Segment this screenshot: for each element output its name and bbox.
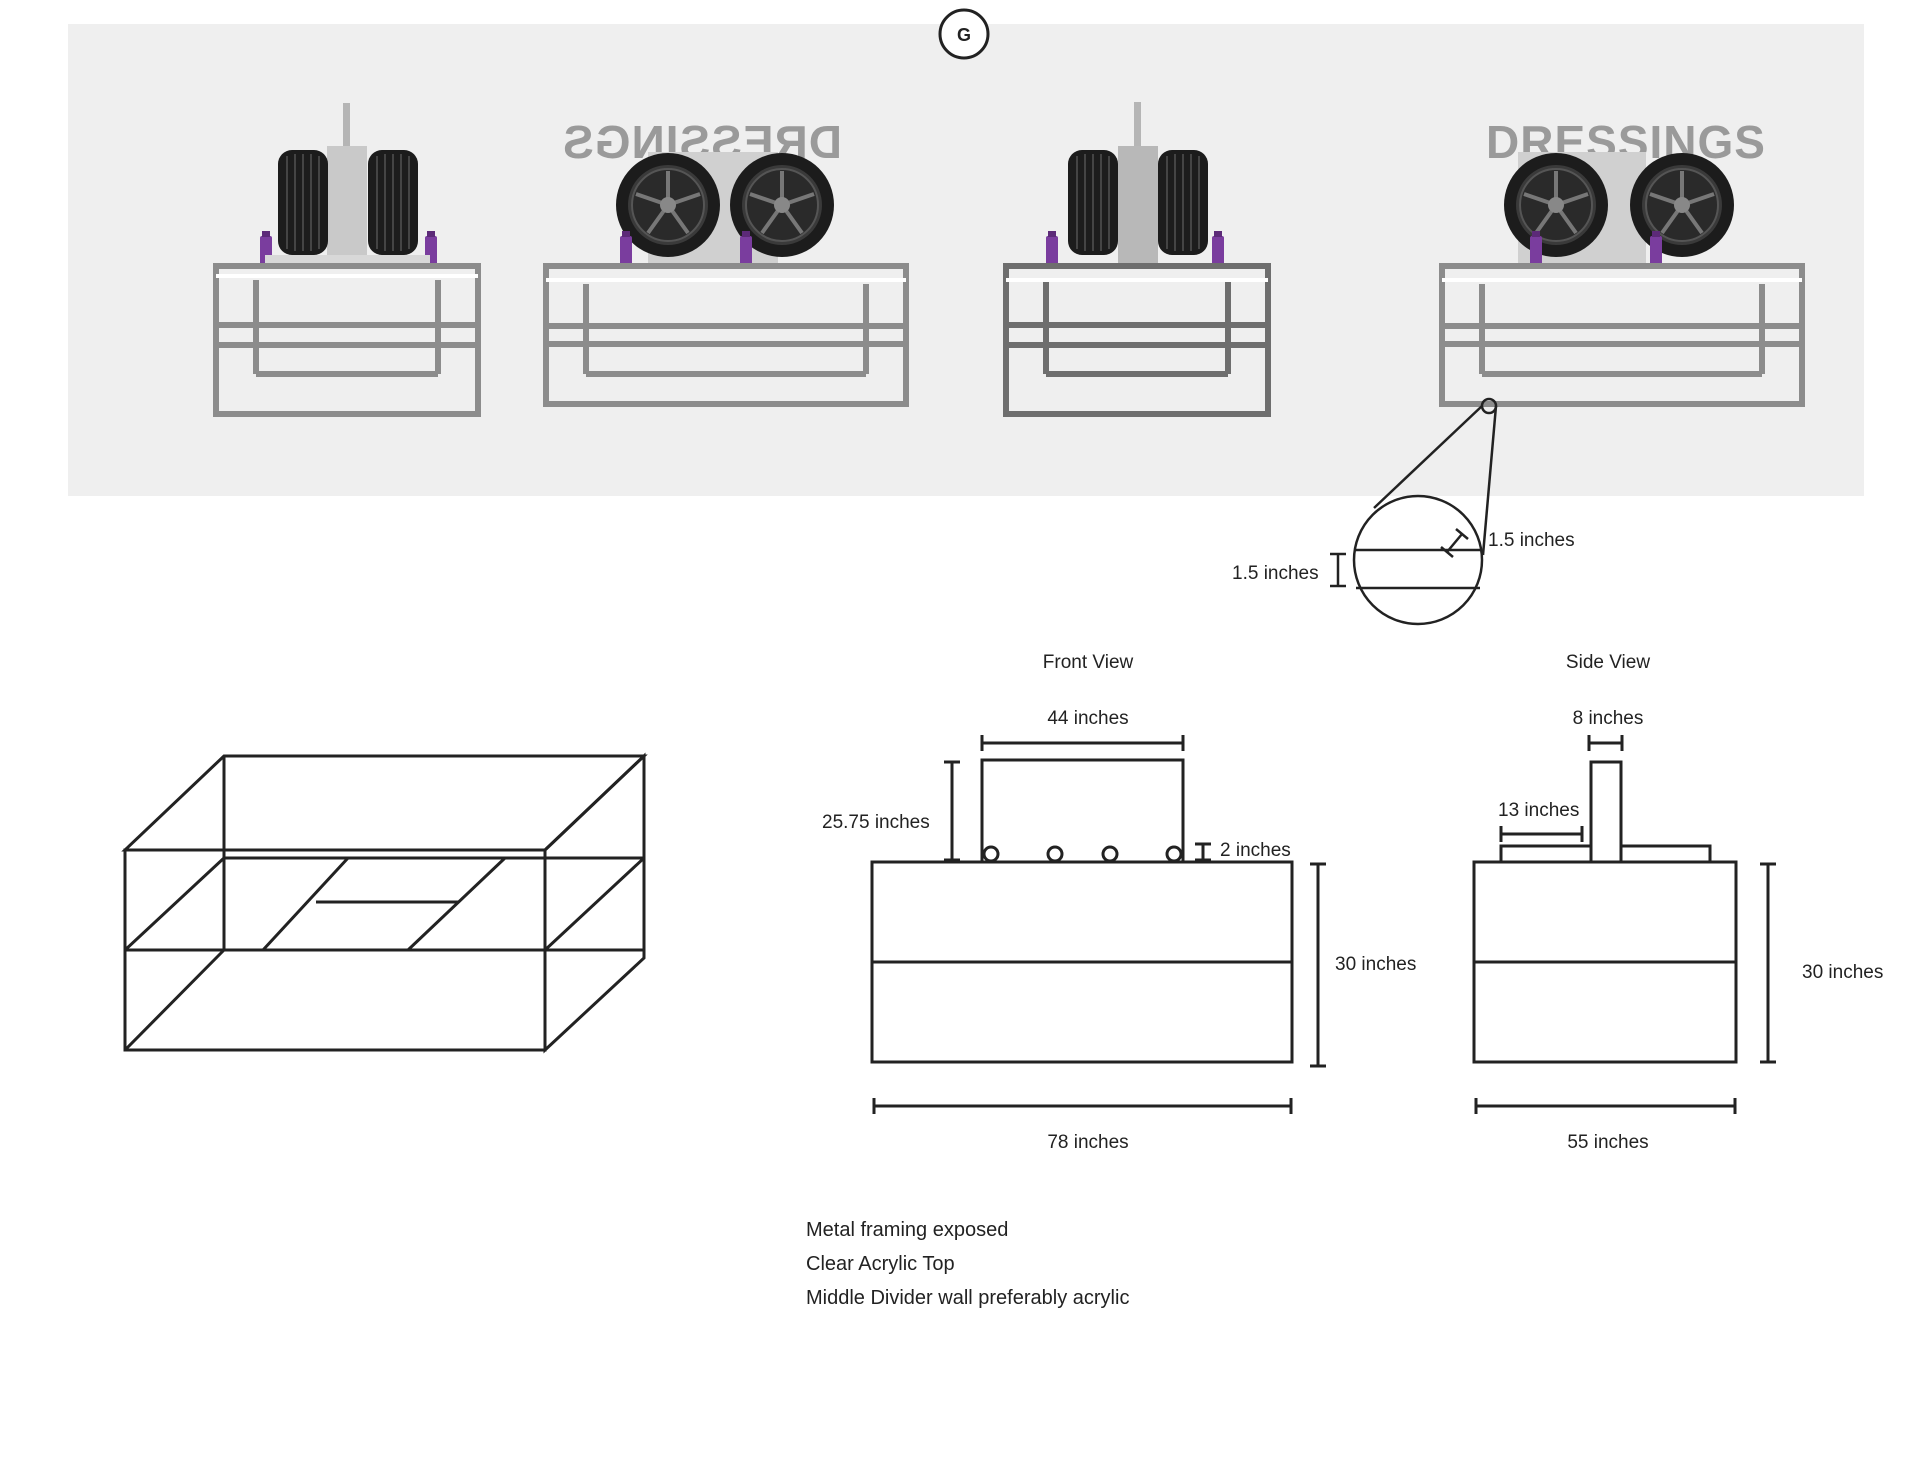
note-item: Metal framing exposed xyxy=(806,1219,1008,1241)
spec-notes: Metal framing exposed Clear Acrylic Top … xyxy=(806,1219,1129,1309)
front-view-drawing xyxy=(870,735,1326,1114)
render-side-1 xyxy=(213,103,481,417)
tube-width-label: 1.5 inches xyxy=(1488,530,1575,551)
front-view-title: Front View xyxy=(1043,652,1134,673)
render-front-2: DRESSINGS xyxy=(1439,116,1805,407)
tube-height-label: 1.5 inches xyxy=(1232,563,1319,584)
isometric-wireframe xyxy=(121,752,648,1054)
svg-text:G: G xyxy=(957,25,971,45)
side-divider-width-label: 8 inches xyxy=(1573,708,1644,729)
note-item: Clear Acrylic Top xyxy=(806,1253,955,1275)
render-front-1: DRESSINGS xyxy=(543,116,909,407)
metal-frame xyxy=(1439,263,1805,407)
side-view-title: Side View xyxy=(1566,652,1650,673)
side-overall-width-label: 55 inches xyxy=(1567,1132,1648,1153)
front-overall-width-label: 78 inches xyxy=(1047,1132,1128,1153)
front-post-height-label: 2 inches xyxy=(1220,840,1291,861)
section-badge: G xyxy=(938,8,990,60)
side-body-height-label: 30 inches xyxy=(1802,962,1883,983)
render-side-2 xyxy=(1003,102,1271,417)
metal-frame xyxy=(1003,263,1271,417)
front-top-width-label: 44 inches xyxy=(1047,708,1128,729)
front-body-height-label: 30 inches xyxy=(1335,954,1416,975)
front-divider-height-label: 25.75 inches xyxy=(822,812,930,833)
metal-frame xyxy=(543,263,909,407)
side-base-width-label: 13 inches xyxy=(1498,800,1579,821)
side-view-drawing xyxy=(1472,735,1776,1114)
note-item: Middle Divider wall preferably acrylic xyxy=(806,1287,1129,1309)
metal-frame xyxy=(213,263,481,417)
tube-detail-callout xyxy=(1330,397,1498,626)
